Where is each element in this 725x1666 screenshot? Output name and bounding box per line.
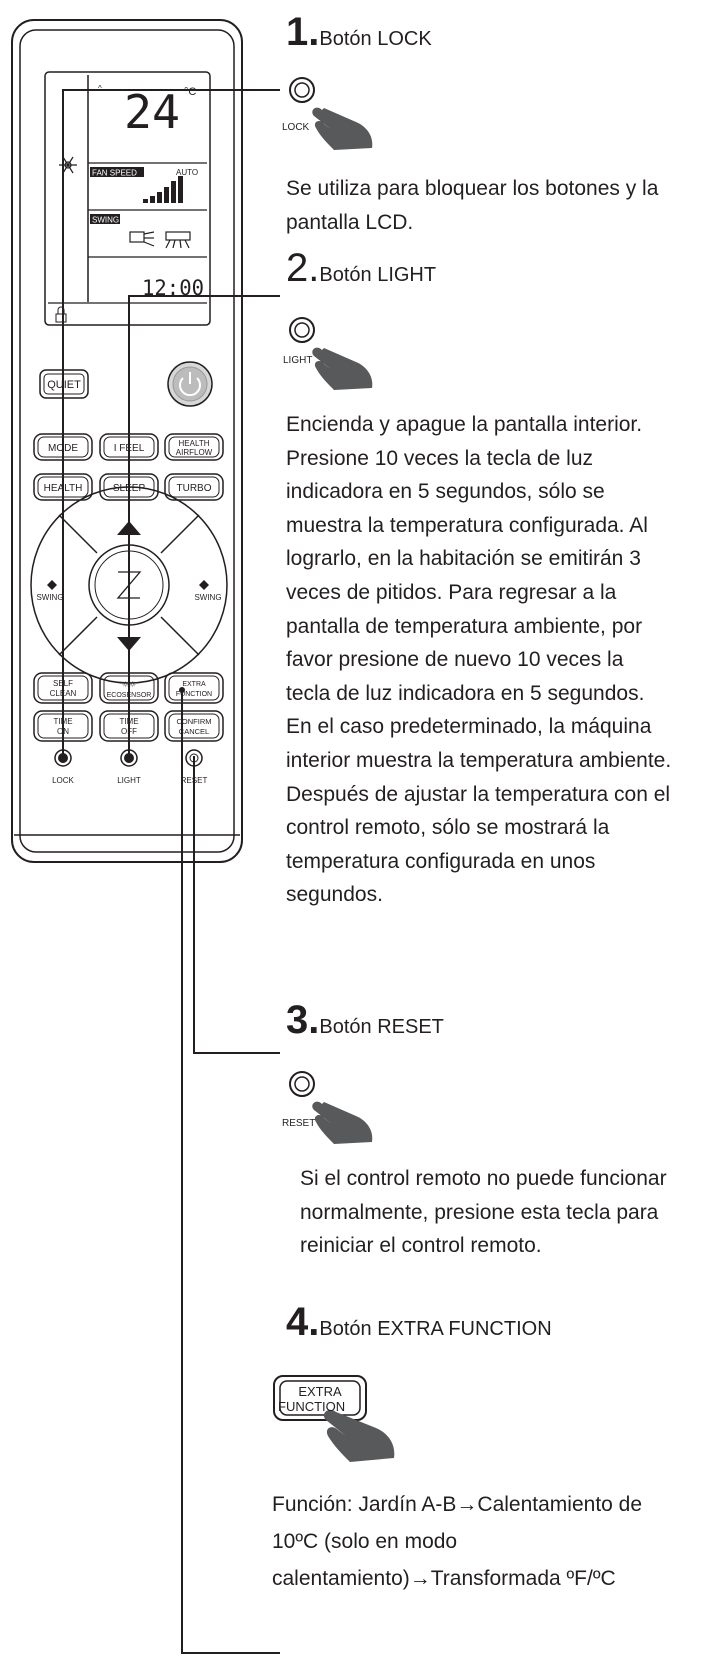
- section-4-body: Función: Jardín A-B→Calentamiento de 10º…: [272, 1493, 643, 1590]
- swing-vertical-icon: [129, 231, 155, 247]
- section-3-number-dot: .: [308, 998, 320, 1042]
- svg-text:^: ^: [98, 84, 102, 93]
- light-press-icon: [289, 317, 373, 390]
- power-button[interactable]: [167, 361, 213, 407]
- section-3-number: 3: [286, 998, 309, 1042]
- section-4-title: Botón EXTRA FUNCTION: [319, 1318, 552, 1340]
- health-airflow-label-2: AIRFLOW: [176, 448, 213, 457]
- reset-caption: RESET: [282, 1118, 316, 1129]
- fan-speed-bars-icon: [143, 176, 183, 203]
- section-1-title: Botón LOCK: [319, 28, 432, 50]
- extra-function-label-1: EXTRA: [182, 681, 206, 688]
- section-4-heading: 4.Botón EXTRA FUNCTION: [286, 1300, 552, 1345]
- swing-left-label: SWING: [36, 593, 63, 602]
- extra-function-button[interactable]: EXTRA FUNCTION: [164, 672, 224, 704]
- lcd-swing-label: SWING: [92, 216, 119, 225]
- section-2-title: Botón LIGHT: [319, 264, 437, 286]
- section-2-heading: 2.Botón LIGHT: [286, 246, 436, 291]
- section-1-number: 1: [286, 10, 309, 54]
- section-2-number: 2: [286, 246, 309, 290]
- section-3-heading: 3.Botón RESET: [286, 998, 444, 1043]
- lcd-auto-label: AUTO: [176, 168, 198, 177]
- swing-horizontal-icon: [165, 231, 191, 249]
- section-3-title: Botón RESET: [319, 1016, 444, 1038]
- lock-key-label: LOCK: [52, 776, 74, 785]
- extra-function-caption-2: FUNCTION: [278, 1399, 346, 1414]
- section-4-number: 4: [286, 1300, 309, 1344]
- section-1-body: Se utiliza para bloquear los botones y l…: [286, 177, 659, 234]
- section-1-heading: 1.Botón LOCK: [286, 10, 432, 55]
- extra-function-caption-1: EXTRA: [298, 1384, 342, 1399]
- snowflake-icon: [59, 156, 77, 174]
- section-2-body: Encienda y apague la pantalla interior. …: [286, 413, 672, 907]
- section-3-body: Si el control remoto no puede funcionar …: [300, 1167, 667, 1258]
- swing-left-button[interactable]: SWING: [36, 580, 64, 602]
- lcd-temperature: 24: [124, 85, 180, 139]
- confirm-label-2: CANCEL: [179, 727, 209, 736]
- health-airflow-button[interactable]: HEALTH AIRFLOW: [164, 433, 224, 461]
- light-key-label: LIGHT: [117, 776, 141, 785]
- extra-function-label-2: FUNCTION: [176, 691, 212, 698]
- section-2-number-dot: .: [308, 246, 320, 290]
- reset-press-icon: [289, 1071, 373, 1144]
- section-1-number-dot: .: [308, 10, 320, 54]
- swing-right-label: SWING: [194, 593, 221, 602]
- turbo-button[interactable]: TURBO: [164, 473, 224, 501]
- lcd-fan-speed-label: FAN SPEED: [92, 169, 137, 178]
- section-4-number-dot: .: [308, 1300, 320, 1344]
- confirm-label-1: CONFIRM: [177, 717, 212, 726]
- turbo-label: TURBO: [177, 483, 212, 494]
- swing-right-button[interactable]: SWING: [194, 580, 222, 602]
- confirm-cancel-button[interactable]: CONFIRM CANCEL: [164, 710, 224, 742]
- health-airflow-label-1: HEALTH: [179, 439, 210, 448]
- lock-press-icon: [289, 77, 373, 150]
- quiet-label: QUIET: [47, 379, 81, 391]
- extra-function-press-icon: EXTRA FUNCTION: [272, 1374, 412, 1470]
- lock-caption: LOCK: [282, 122, 310, 133]
- light-caption: LIGHT: [283, 355, 313, 366]
